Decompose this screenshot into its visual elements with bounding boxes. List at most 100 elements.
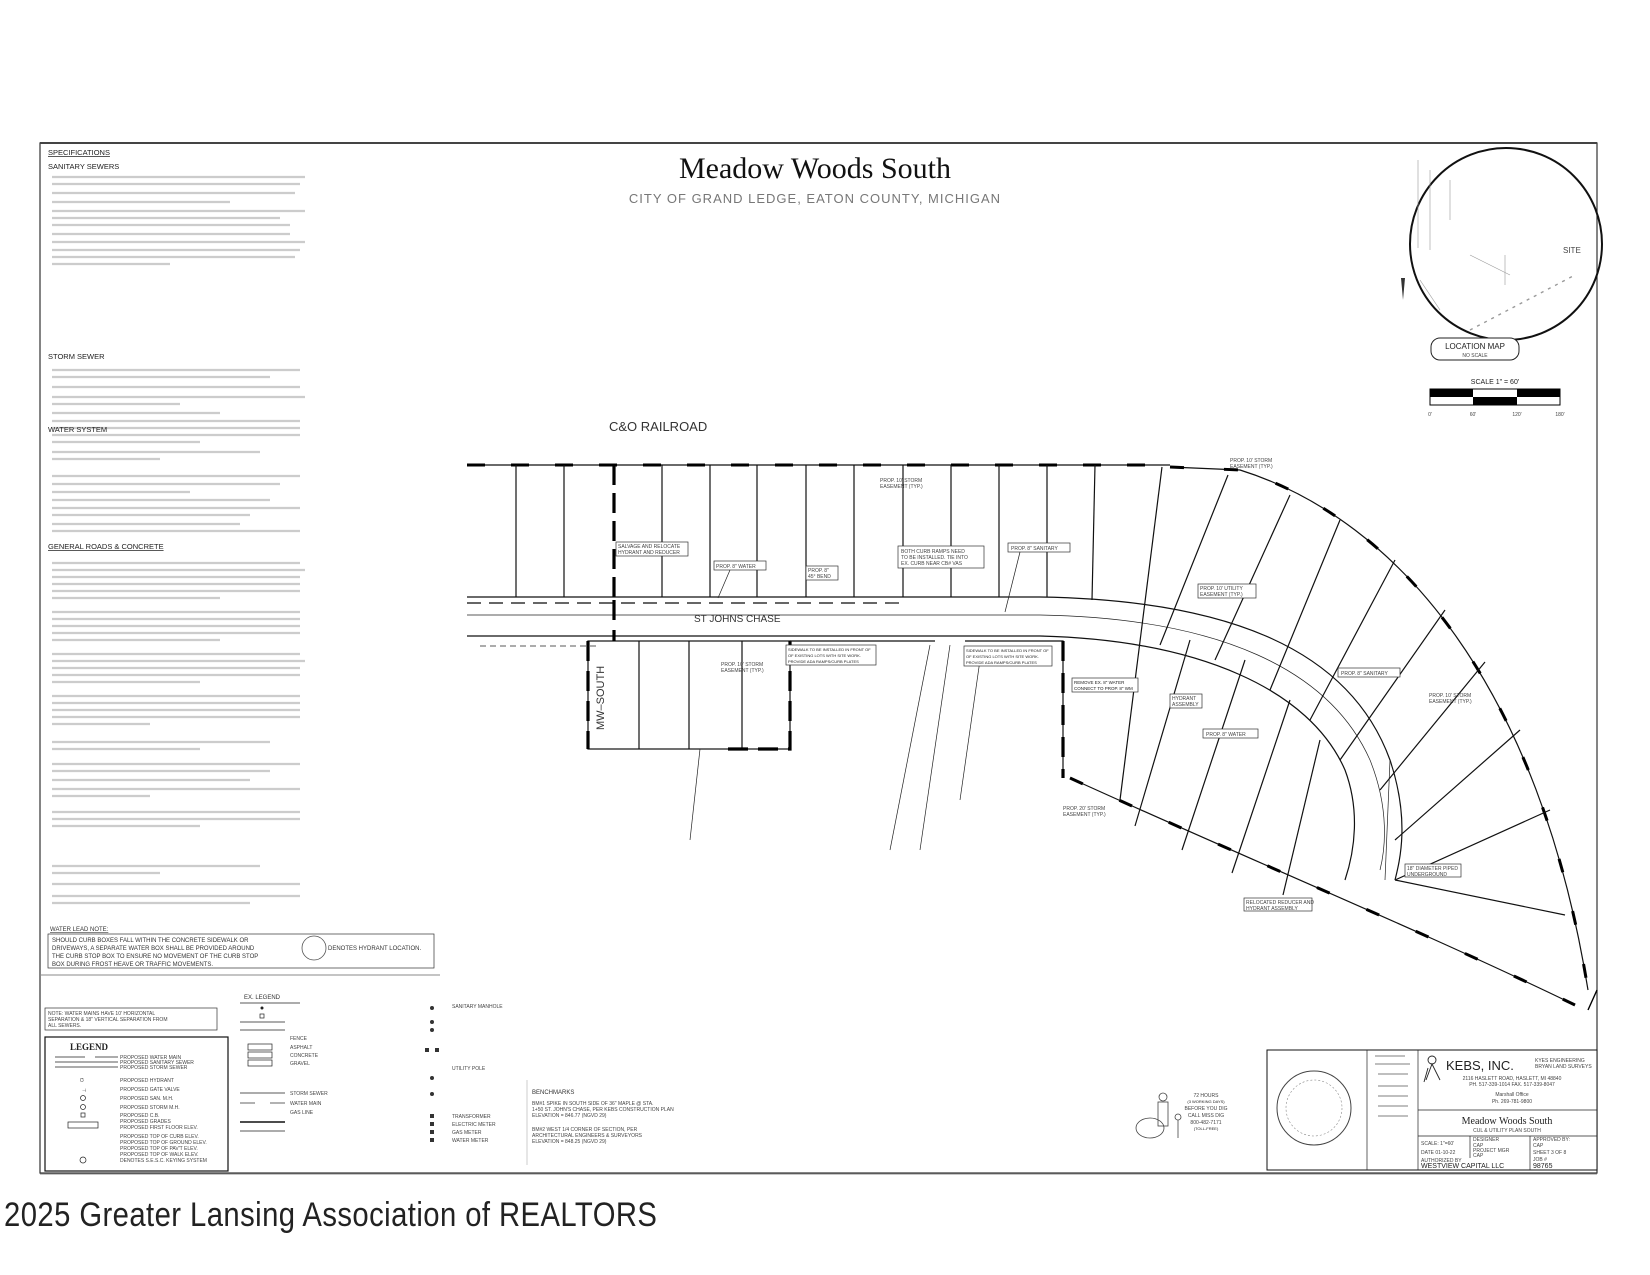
ex-legend-item: GAS LINE bbox=[290, 1110, 314, 1116]
title-block: KEBS, INC. KYES ENGINEERING BRYAN LAND S… bbox=[1266, 1049, 1598, 1171]
gate-valve-icon: ⊣ bbox=[82, 1088, 86, 1094]
hydrant-symbol-icon bbox=[301, 935, 327, 961]
callout-prop-water: PROP. 8" WATER bbox=[1202, 728, 1259, 739]
callout-text: PROP. 8" WATER bbox=[716, 564, 756, 570]
designer-label: DESIGNER bbox=[1473, 1137, 1500, 1143]
callout-text: PROP. 10' STORM bbox=[880, 478, 922, 484]
job-number: 98765 bbox=[1533, 1163, 1553, 1170]
benchmark-line: BM#2 WEST 1/4 CORNER OF SECTION, PER bbox=[532, 1127, 638, 1133]
office-name: Marshall Office bbox=[1495, 1092, 1528, 1098]
note-line: NOTE: WATER MAINS HAVE 10' HORIZONTAL bbox=[48, 1011, 155, 1017]
legend-item: PROPOSED TOP OF GROUND ELEV. bbox=[120, 1140, 207, 1146]
legend-item: PROPOSED TOP OF WALK ELEV. bbox=[120, 1152, 199, 1158]
scale-bar: SCALE 1" = 60' 0' 60' 120' 180' bbox=[1428, 379, 1565, 418]
legend: LEGEND PROPOSED WATER MAIN PROPOSED SANI… bbox=[44, 1036, 229, 1172]
callout-text: RELOCATED REDUCER AND bbox=[1246, 900, 1314, 906]
ex-legend-item: WATER METER bbox=[452, 1138, 489, 1144]
callout-text: OF EXISTING LOTS WITH SITE WORK. bbox=[788, 653, 861, 658]
page-subtitle: CITY OF GRAND LEDGE, EATON COUNTY, MICHI… bbox=[629, 191, 1001, 206]
sheet-number: SHEET 3 OF 8 bbox=[1533, 1150, 1566, 1156]
legend-item: PROPOSED TOP OF PAV'T ELEV. bbox=[120, 1146, 198, 1152]
callout-text: UNDERGROUND bbox=[1407, 872, 1447, 878]
authorized-value: WESTVIEW CAPITAL LLC bbox=[1421, 1163, 1504, 1170]
page-title: Meadow Woods South bbox=[679, 152, 951, 185]
ex-legend-item: GRAVEL bbox=[290, 1061, 310, 1067]
scale-tick: 0' bbox=[1428, 412, 1432, 418]
water-lead-note: WATER LEAD NOTE: SHOULD CURB BOXES FALL … bbox=[47, 927, 435, 969]
ex-legend-item: FENCE bbox=[290, 1036, 308, 1042]
miss-dig-line: CALL MISS DIG bbox=[1188, 1113, 1224, 1119]
legend-item: PROPOSED STORM SEWER bbox=[120, 1065, 188, 1071]
callout-text: PROVIDE ADA RAMPS/CURB PLATES bbox=[966, 660, 1037, 665]
callout-text: BOTH CURB RAMPS NEED bbox=[901, 549, 965, 555]
sheet-title: CUL & UTILITY PLAN SOUTH bbox=[1473, 1128, 1541, 1134]
callout-text: PROP. 10' STORM bbox=[1230, 458, 1272, 464]
miss-dig-line: BEFORE YOU DIG bbox=[1185, 1106, 1228, 1112]
job-label: JOB # bbox=[1533, 1157, 1547, 1163]
ex-legend-item: STORM SEWER bbox=[290, 1091, 328, 1097]
spec-section-heading: GENERAL ROADS & CONCRETE bbox=[48, 542, 164, 551]
spec-section-heading: SANITARY SEWERS bbox=[48, 162, 119, 171]
callout-text: HYDRANT ASSEMBLY bbox=[1246, 906, 1298, 912]
scale-tick: 120' bbox=[1512, 412, 1521, 418]
legend-item: PROPOSED C.B. bbox=[120, 1113, 159, 1119]
callout-text: EASEMENT (TYP.) bbox=[1200, 592, 1243, 598]
ex-legend-item: WATER MAIN bbox=[290, 1101, 322, 1107]
site-plan: C&O RAILROAD ST JOHNS CHASE bbox=[467, 419, 1598, 1011]
legend-item: PROPOSED SANITARY SEWER bbox=[120, 1060, 194, 1066]
company-address: 2116 HASLETT ROAD, HASLETT, MI 48840 bbox=[1463, 1076, 1562, 1082]
callout-prop-sanitary: PROP. 8" SANITARY bbox=[1337, 667, 1401, 678]
company-division: BRYAN LAND SURVEYS bbox=[1535, 1064, 1592, 1070]
callout-text: PROP. 8" bbox=[808, 568, 829, 574]
scale-tick: 60' bbox=[1470, 412, 1477, 418]
callout-text: 45° BEND bbox=[808, 574, 831, 580]
authorized-label: AUTHORIZED BY bbox=[1421, 1158, 1462, 1164]
separation-note-box bbox=[44, 1007, 218, 1031]
ex-legend-item: GAS METER bbox=[452, 1130, 482, 1136]
ex-legend-item: TRANSFORMER bbox=[452, 1114, 491, 1120]
callout-text: PROP. 20' STORM bbox=[1063, 806, 1105, 812]
ex-legend-item: ELECTRIC METER bbox=[452, 1122, 496, 1128]
san-mh-icon bbox=[80, 1095, 86, 1101]
project-name: Meadow Woods South bbox=[1462, 1116, 1553, 1127]
callout-text: SIDEWALK TO BE INSTALLED IN FRONT OF bbox=[788, 647, 871, 652]
callout-text: PROP. 8" SANITARY bbox=[1011, 546, 1058, 552]
callout-text: PROP. 10' STORM bbox=[1429, 693, 1471, 699]
callout-text: EX. CURB NEAR CB# VAS bbox=[901, 561, 963, 567]
callout-text: CONNECT TO PROP. 8" WM bbox=[1074, 686, 1133, 691]
note-line: BOX DURING FROST HEAVE OR TRAFFIC MOVEME… bbox=[52, 962, 213, 968]
callout-text: PROP. 8" SANITARY bbox=[1341, 671, 1388, 677]
callout-text: 18" DIAMETER PIPED bbox=[1407, 866, 1458, 872]
ex-legend-item: ASPHALT bbox=[290, 1045, 312, 1051]
benchmarks: BENCHMARKS BM#1 SPIKE IN SOUTH SIDE OF 3… bbox=[526, 1080, 674, 1165]
location-map-note: NO SCALE bbox=[1462, 353, 1488, 359]
specifications-column: SPECIFICATIONS SANITARY SEWERS STORM SEW… bbox=[48, 148, 305, 905]
office-phone: Ph. 269-781-9800 bbox=[1492, 1099, 1532, 1105]
company-phone: PH. 517-339-1014 FAX. 517-339-8047 bbox=[1469, 1082, 1555, 1088]
callout-text: ASSEMBLY bbox=[1172, 702, 1199, 708]
company-division: KYES ENGINEERING bbox=[1535, 1058, 1585, 1064]
note-line: SEPARATION & 18" VERTICAL SEPARATION FRO… bbox=[48, 1017, 168, 1023]
spec-text-block bbox=[52, 368, 305, 461]
side-street-label: MW–SOUTH bbox=[595, 666, 607, 730]
north-arrow-icon bbox=[1401, 278, 1405, 300]
legend-item: PROPOSED WATER MAIN bbox=[120, 1055, 182, 1061]
miss-dig-line: 72 HOURS bbox=[1193, 1093, 1219, 1099]
date-field: DATE 01-10-22 bbox=[1421, 1150, 1456, 1156]
callout-text: EASEMENT (TYP.) bbox=[1063, 812, 1106, 818]
callout-text: EASEMENT (TYP.) bbox=[1429, 699, 1472, 705]
benchmark-line: ARCHITECTURAL ENGINEERS & SURVEYORS bbox=[532, 1133, 643, 1139]
legend-item: PROPOSED SAN. M.H. bbox=[120, 1096, 173, 1102]
spec-text-block bbox=[52, 175, 305, 266]
scale-label: SCALE 1" = 60' bbox=[1471, 379, 1519, 386]
engineer-seal-icon bbox=[1276, 1070, 1352, 1146]
legend-item: PROPOSED FIRST FLOOR ELEV. bbox=[120, 1125, 198, 1131]
